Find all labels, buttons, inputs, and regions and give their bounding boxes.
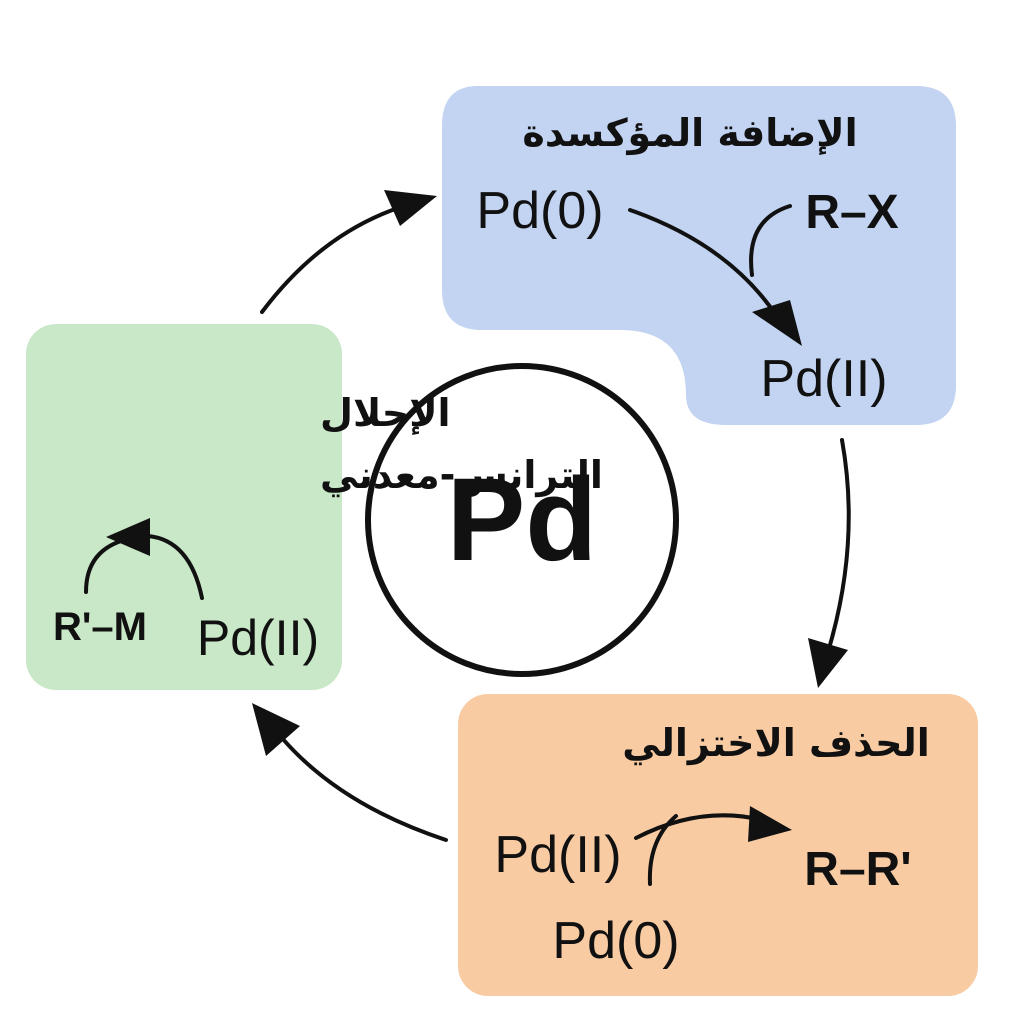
reductive-elimination-pd-top: Pd(II) [494, 826, 621, 884]
cycle-arrow-to-oxidative-addition [260, 206, 400, 314]
center-pd-label: Pd [447, 454, 598, 586]
reductive-elimination-main-arrow [634, 813, 764, 840]
arrowhead-to-oxidative-addition [384, 190, 437, 226]
reductive-elimination-title: الحذف الاختزالي [622, 721, 930, 765]
reductive-elimination-product: R–R' [804, 843, 911, 896]
transmetalation-reagent: R'–M [53, 605, 147, 649]
oxidative-addition-arrowhead [752, 300, 802, 346]
palladium-center-circle [365, 363, 679, 677]
transmetalation-arrowhead [106, 518, 150, 556]
reductive-elimination-release-arrow [647, 814, 678, 886]
oxidative-addition-reagent-arrow [749, 204, 792, 277]
arrowhead-to-transmetalation [252, 703, 300, 756]
cycle-arrow-to-reductive-elimination [828, 438, 851, 647]
oxidative-addition-main-arrow [628, 208, 780, 320]
transmetalation-title-line1: الإحلال [320, 391, 451, 435]
transmetalation-title-line2: الترانس-معدني [320, 453, 603, 497]
transmetalation-pd: Pd(II) [197, 610, 319, 666]
oxidative-addition-box [442, 86, 956, 425]
arrowhead-to-reductive-elimination [808, 638, 848, 688]
oxidative-addition-product-pd: Pd(II) [760, 350, 887, 408]
oxidative-addition-reagent: R–X [805, 186, 898, 239]
oxidative-addition-reactant-pd: Pd(0) [476, 182, 603, 240]
reductive-elimination-box [458, 694, 978, 996]
transmetalation-box [26, 324, 342, 690]
reductive-elimination-arrowhead [748, 806, 792, 842]
cycle-arrow-to-transmetalation [280, 736, 448, 842]
reductive-elimination-pd-bottom: Pd(0) [552, 912, 679, 970]
oxidative-addition-title: الإضافة المؤكسدة [522, 111, 857, 155]
